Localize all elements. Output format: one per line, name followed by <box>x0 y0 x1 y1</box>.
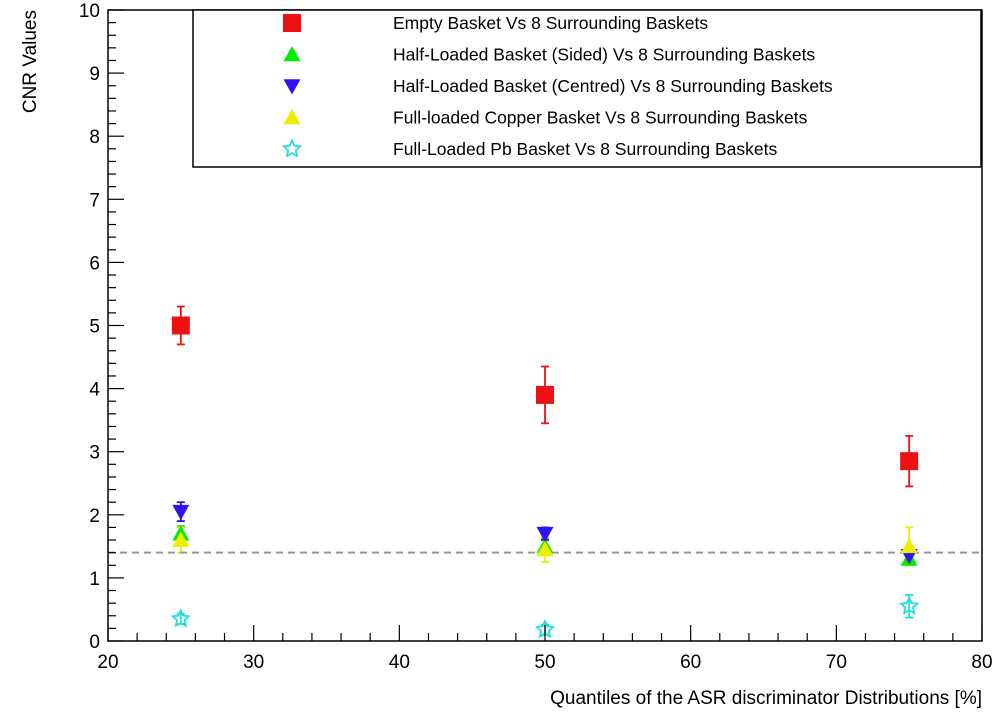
data-point <box>170 608 191 628</box>
y-tick-label: 5 <box>89 317 100 338</box>
data-point <box>172 531 190 547</box>
legend-box <box>192 9 982 168</box>
x-axis-title: Quantiles of the ASR discriminator Distr… <box>550 688 982 709</box>
data-point <box>900 452 919 471</box>
y-tick-label: 10 <box>79 1 100 22</box>
data-point <box>536 385 554 404</box>
data-point <box>172 504 190 521</box>
y-tick-label: 1 <box>89 569 100 590</box>
legend-marker <box>283 79 301 95</box>
legend-marker <box>281 138 303 158</box>
legend-marker <box>283 14 301 32</box>
data-point <box>899 595 920 615</box>
y-tick-label: 2 <box>89 506 100 527</box>
x-tick-label: 20 <box>97 652 118 673</box>
data-markers <box>170 316 920 639</box>
x-tick-label: 50 <box>534 652 555 673</box>
y-tick-label: 4 <box>89 380 100 401</box>
legend-entry-label: Full-loaded Copper Basket Vs 8 Surroundi… <box>393 108 808 128</box>
legend-entry-label: Empty Basket Vs 8 Surrounding Baskets <box>393 13 708 33</box>
x-tick-label: 70 <box>826 652 847 673</box>
legend-entry-label: Half-Loaded Basket (Centred) Vs 8 Surrou… <box>393 76 833 96</box>
error-bars <box>176 305 914 636</box>
legend-marker <box>283 109 301 125</box>
x-tick-labels: 20 30 40 50 60 70 80 <box>97 652 992 673</box>
y-tick-label: 7 <box>89 190 100 211</box>
y-tick-labels: 0 1 2 3 4 5 6 7 8 9 10 <box>79 1 101 653</box>
y-tick-label: 3 <box>89 443 100 464</box>
data-point <box>900 537 918 554</box>
legend-entry-label: Full-Loaded Pb Basket Vs 8 Surrounding B… <box>393 139 777 159</box>
y-axis-title: CNR Values <box>20 10 41 113</box>
legend: Empty Basket Vs 8 Surrounding BasketsHal… <box>192 9 982 168</box>
y-tick-label: 8 <box>89 127 100 148</box>
data-point <box>536 541 554 557</box>
x-tick-label: 30 <box>243 652 264 673</box>
y-tick-label: 9 <box>89 64 100 85</box>
data-point <box>536 526 554 543</box>
x-tick-label: 80 <box>971 652 992 673</box>
data-point <box>171 316 190 335</box>
x-tick-label: 40 <box>389 652 410 673</box>
y-tick-label: 6 <box>89 253 100 274</box>
axis-ticks <box>107 9 983 642</box>
legend-marker <box>283 46 301 62</box>
y-tick-label: 0 <box>89 632 100 653</box>
x-tick-label: 60 <box>680 652 701 673</box>
legend-entry-label: Half-Loaded Basket (Sided) Vs 8 Surround… <box>393 45 815 65</box>
